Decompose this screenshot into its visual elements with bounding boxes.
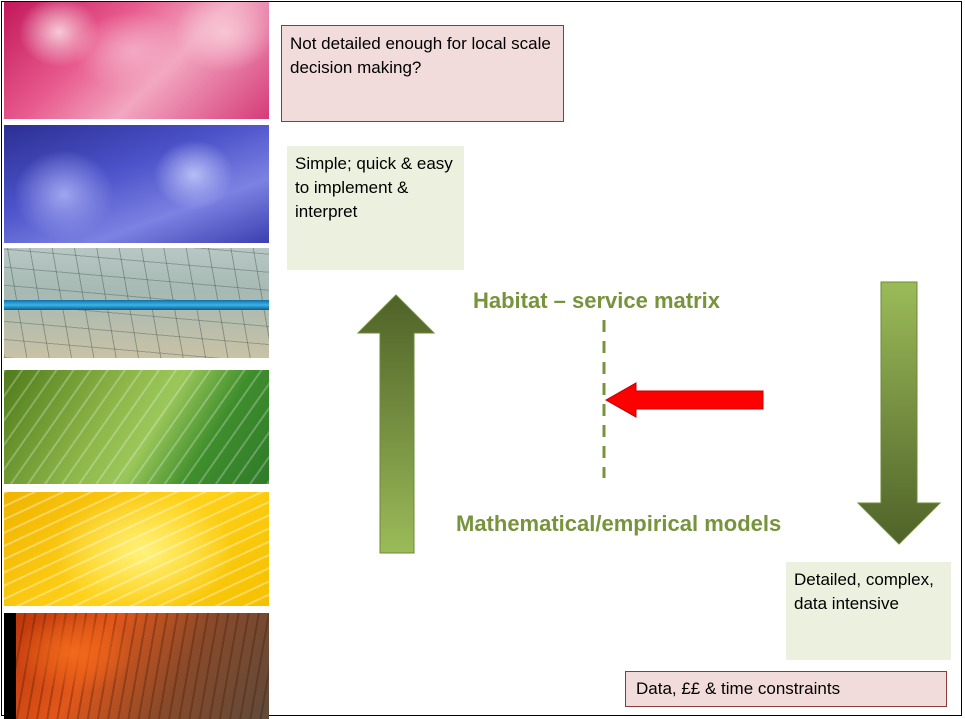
orange-butterfly-photo (4, 613, 269, 719)
simple-note: Simple; quick & easy to implement & inte… (287, 146, 464, 270)
green-leaf-photo (4, 370, 269, 484)
math-models-label: Mathematical/empirical models (456, 511, 782, 536)
detailed-note: Detailed, complex, data intensive (786, 562, 951, 660)
not-detailed-note: Not detailed enough for local scale deci… (281, 25, 564, 122)
bluebell-photo (4, 125, 269, 243)
red-arrow (604, 382, 764, 418)
constraints-note: Data, ££ & time constraints (625, 671, 947, 707)
down-arrow (856, 281, 942, 545)
up-arrow (356, 294, 436, 554)
yellow-flower-photo (4, 492, 269, 606)
dragonfly-photo (4, 248, 269, 358)
pink-flower-photo (4, 2, 269, 119)
habitat-matrix-label: Habitat – service matrix (473, 288, 721, 313)
